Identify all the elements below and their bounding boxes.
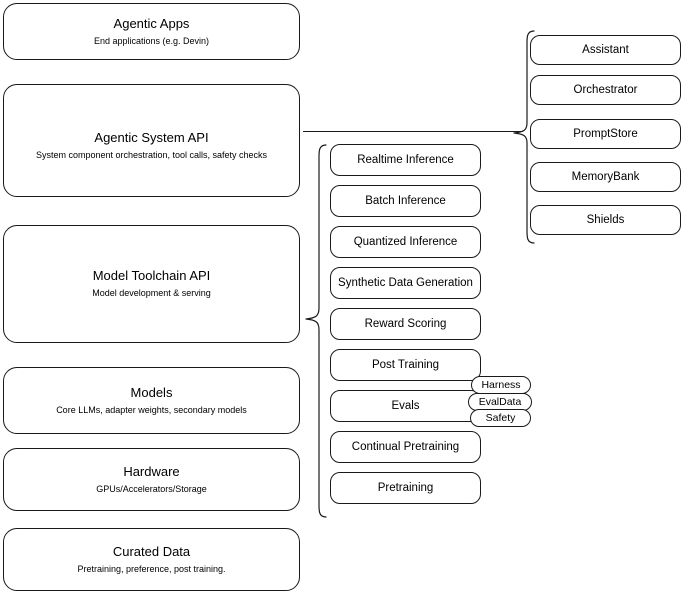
layer-agentic-system-api[interactable]: Agentic System API System component orch…	[3, 84, 300, 197]
layer-subtitle: GPUs/Accelerators/Storage	[96, 484, 207, 494]
layer-subtitle: Pretraining, preference, post training.	[77, 564, 226, 574]
layer-title: Models	[130, 385, 173, 400]
component-label: PromptStore	[573, 128, 638, 140]
brace-system-components	[512, 29, 536, 245]
layer-agentic-apps[interactable]: Agentic Apps End applications (e.g. Devi…	[3, 3, 300, 60]
layer-model-toolchain-api[interactable]: Model Toolchain API Model development & …	[3, 225, 300, 343]
evals-tag-harness[interactable]: Harness	[471, 376, 531, 394]
evals-tag-safety[interactable]: Safety	[470, 409, 531, 427]
capability-label: Batch Inference	[365, 195, 446, 207]
capability-batch-inference[interactable]: Batch Inference	[330, 185, 481, 217]
connector-system-api-to-components	[303, 131, 523, 132]
component-promptstore[interactable]: PromptStore	[530, 119, 681, 149]
capability-label: Continual Pretraining	[351, 441, 460, 453]
evals-tag-label: Harness	[481, 379, 521, 391]
evals-tag-label: EvalData	[478, 396, 522, 408]
capability-label: Realtime Inference	[357, 154, 454, 166]
brace-toolchain-capabilities	[304, 143, 328, 519]
layer-subtitle: Model development & serving	[92, 288, 211, 298]
capability-realtime-inference[interactable]: Realtime Inference	[330, 144, 481, 176]
layer-subtitle: Core LLMs, adapter weights, secondary mo…	[56, 405, 247, 415]
layer-title: Agentic Apps	[113, 16, 190, 31]
capability-continual-pretraining[interactable]: Continual Pretraining	[330, 431, 481, 463]
layer-title: Agentic System API	[94, 130, 209, 145]
capability-label: Evals	[391, 400, 420, 412]
capability-label: Pretraining	[377, 482, 434, 494]
component-label: Shields	[586, 214, 625, 226]
layer-hardware[interactable]: Hardware GPUs/Accelerators/Storage	[3, 448, 300, 511]
component-orchestrator[interactable]: Orchestrator	[530, 75, 681, 105]
component-shields[interactable]: Shields	[530, 205, 681, 235]
layer-subtitle: System component orchestration, tool cal…	[35, 150, 268, 160]
component-label: MemoryBank	[571, 171, 640, 183]
layer-title: Hardware	[123, 464, 180, 479]
layer-title: Model Toolchain API	[92, 268, 211, 283]
component-label: Orchestrator	[573, 84, 638, 96]
evals-tag-label: Safety	[485, 412, 516, 424]
capability-evals[interactable]: Evals	[330, 390, 481, 422]
layer-models[interactable]: Models Core LLMs, adapter weights, secon…	[3, 367, 300, 434]
layer-text-group: Agentic System API System component orch…	[4, 130, 299, 161]
capability-label: Post Training	[371, 359, 440, 371]
layer-subtitle: End applications (e.g. Devin)	[93, 36, 210, 46]
component-assistant[interactable]: Assistant	[530, 35, 681, 65]
capability-post-training[interactable]: Post Training	[330, 349, 481, 381]
capability-pretraining[interactable]: Pretraining	[330, 472, 481, 504]
component-memorybank[interactable]: MemoryBank	[530, 162, 681, 192]
layer-text-group: Model Toolchain API Model development & …	[4, 268, 299, 299]
capability-label: Quantized Inference	[353, 236, 458, 248]
component-label: Assistant	[582, 44, 629, 56]
capability-label: Synthetic Data Generation	[338, 277, 473, 289]
capability-label: Reward Scoring	[364, 318, 447, 330]
layer-curated-data[interactable]: Curated Data Pretraining, preference, po…	[3, 528, 300, 591]
capability-synthetic-data-generation[interactable]: Synthetic Data Generation	[330, 267, 481, 299]
capability-reward-scoring[interactable]: Reward Scoring	[330, 308, 481, 340]
capability-quantized-inference[interactable]: Quantized Inference	[330, 226, 481, 258]
layer-title: Curated Data	[112, 544, 191, 559]
